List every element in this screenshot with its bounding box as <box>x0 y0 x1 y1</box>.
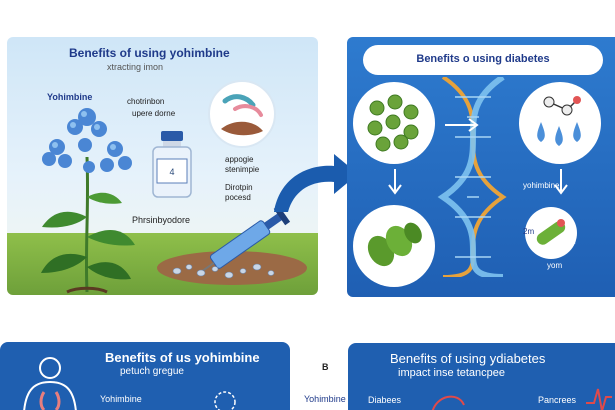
seed-pellets <box>172 263 275 279</box>
pulse-line-icon <box>586 388 612 410</box>
yohimbine-extraction-panel: Benefits of using yohimbine xtracting im… <box>7 37 318 295</box>
panel-subtitle: impact inse tetancpee <box>398 367 506 379</box>
middle-yohimbine-label: Yohimbine <box>304 394 346 404</box>
pancreas-label: Pancrees <box>538 395 577 405</box>
green-cells-icon <box>367 94 419 152</box>
bottom-label: Phrsinbyodore <box>132 215 191 225</box>
green-chain-icon <box>367 222 422 267</box>
molecule-drops-icon <box>537 96 581 146</box>
organ-circle <box>353 205 435 287</box>
vial-mark: 4 <box>169 167 174 177</box>
diabetes-label: Diabees <box>368 395 402 405</box>
panel-header: Benefits o using diabetes <box>363 45 603 75</box>
arrow-down-icon <box>554 169 568 195</box>
label-2m: 2m <box>523 227 535 236</box>
diabetes-benefits-panel: Benefits o using diabetes <box>347 37 615 297</box>
molecules-circle <box>519 82 601 164</box>
human-body-icon <box>23 357 77 410</box>
yom-label: yom <box>547 261 563 270</box>
onrade-label: onrade <box>551 237 576 246</box>
plant-label: Yohimbine <box>47 92 93 102</box>
vial-label-3: Dirotpin <box>225 183 253 192</box>
vial-label-2: stenimpie <box>225 165 260 174</box>
arrow-right-icon <box>445 118 479 132</box>
panel-title: Benefits of using yohimbine <box>69 46 230 60</box>
yohimbine-body-panel: Benefits of us yohimbine petuch gregue Y… <box>0 342 290 410</box>
panel-title: Benefits o using diabetes <box>416 53 550 65</box>
diabetes-impact-panel: Benefits of using ydiabetes impact inse … <box>348 343 615 410</box>
vial-label-4: pocesd <box>225 193 251 202</box>
bark-label-1: chotrinbon <box>127 97 165 106</box>
yohimbine-label: yohimbine <box>523 181 560 190</box>
panel-subtitle: xtracting imon <box>107 62 164 72</box>
vial-label-1: appogie <box>225 155 254 164</box>
cells-circle <box>353 82 435 164</box>
dna-helix-illustration <box>437 77 507 277</box>
bark-label-2: upere dorne <box>132 109 176 118</box>
section-letter: B <box>322 362 329 372</box>
yohimbine-label: Yohimbine <box>100 394 142 404</box>
medicine-vial-icon: 4 <box>152 131 192 198</box>
yohimbine-plant-illustration <box>41 108 135 294</box>
molecule-ring-icon <box>214 391 236 410</box>
arrow-down-icon <box>388 169 402 195</box>
panel-title: Benefits of us yohimbine <box>105 350 260 365</box>
bark-powder-illustration <box>208 80 276 148</box>
bacteria-icon <box>536 219 566 245</box>
panel-subtitle: petuch gregue <box>120 366 184 377</box>
bacteria-circle <box>525 207 577 259</box>
red-curve-icon <box>432 395 465 410</box>
flow-arrow-icon <box>274 154 358 212</box>
panel-title: Benefits of using ydiabetes <box>390 351 546 366</box>
